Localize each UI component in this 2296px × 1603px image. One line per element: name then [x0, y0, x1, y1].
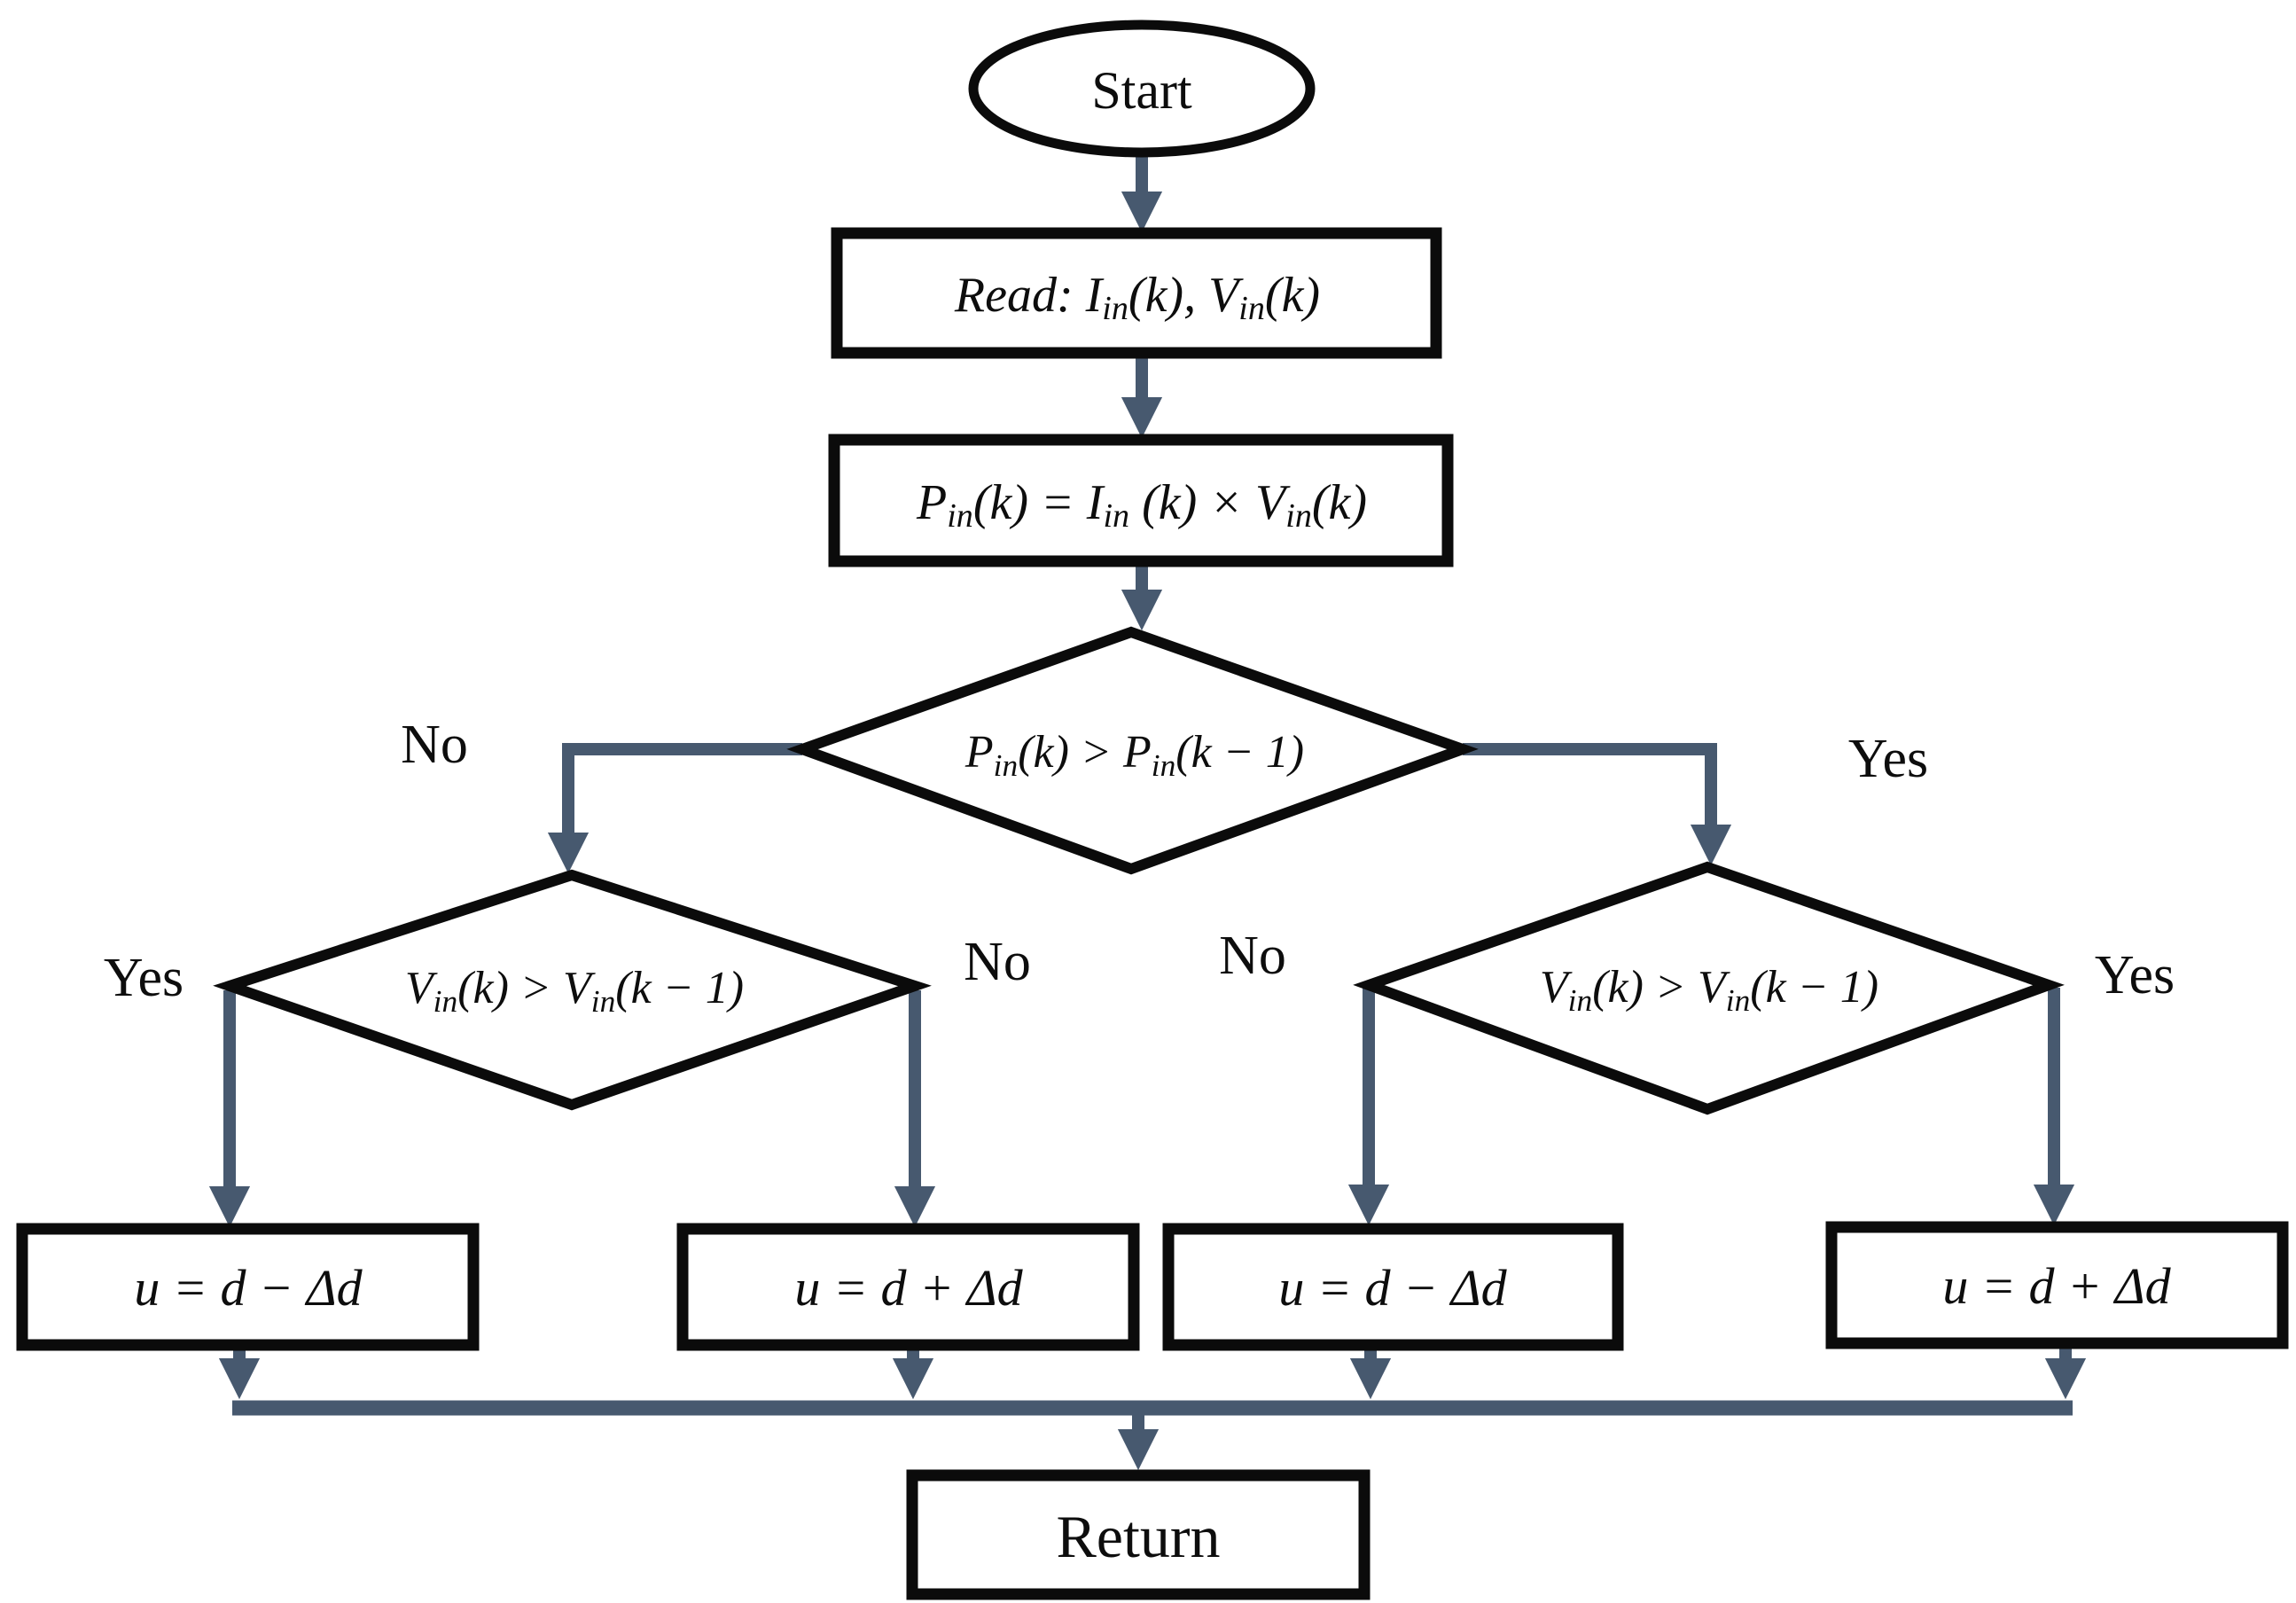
edge-labels: No Yes Yes No No Yes	[104, 715, 2175, 1008]
power-decision-node: Pin(k) > Pin(k − 1)	[786, 626, 1479, 875]
power-process-shape	[828, 434, 1454, 567]
edge-decision-yes-right	[1463, 743, 1732, 866]
power-calc-node: Pin(k) = Iin (k) × Vin(k)	[828, 434, 1454, 567]
action-increase-2-label: u = d + Δd	[1942, 1257, 2171, 1315]
edge-label-yes-far-right: Yes	[2095, 945, 2175, 1005]
edge-decision-no-left	[547, 743, 802, 874]
voltage-decision-right-label: Vin(k) > Vin(k − 1)	[1540, 962, 1878, 1019]
action-decrease-1-node: u = d − Δd	[16, 1223, 480, 1351]
action-decrease-2-node: u = d − Δd	[1162, 1223, 1624, 1351]
voltage-decision-left-label: Vin(k) > Vin(k − 1)	[405, 963, 744, 1020]
start-label: Start	[1091, 61, 1192, 120]
action-decrease-1-label: u = d − Δd	[134, 1259, 363, 1317]
read-process-shape	[831, 227, 1442, 359]
start-terminator-shape	[968, 20, 1316, 158]
return-node: Return	[906, 1469, 1371, 1600]
return-process-shape	[906, 1469, 1371, 1600]
power-decision-shape	[786, 626, 1479, 875]
start-node: Start	[968, 20, 1316, 158]
voltage-decision-right-node: Vin(k) > Vin(k − 1)	[1353, 861, 2065, 1115]
action-increase-2-shape	[1825, 1221, 2289, 1349]
voltage-decision-left-shape	[213, 869, 932, 1111]
edge-label-no-mid-left: No	[964, 932, 1031, 992]
edge-label-no-mid-right: No	[1219, 926, 1286, 986]
action-increase-1-label: u = d + Δd	[794, 1259, 1023, 1317]
voltage-decision-right-shape	[1353, 861, 2065, 1115]
action-increase-2-node: u = d + Δd	[1825, 1221, 2289, 1349]
read-label: Read: Iin(k), Vin(k)	[954, 268, 1320, 327]
action-increase-1-shape	[676, 1223, 1140, 1351]
edge-label-yes-far-left: Yes	[104, 948, 184, 1008]
action-decrease-2-shape	[1162, 1223, 1624, 1351]
edge-label-yes-right: Yes	[1848, 729, 1928, 789]
return-label: Return	[1056, 1503, 1220, 1570]
edge-label-no-left: No	[401, 715, 468, 775]
action-decrease-2-label: u = d − Δd	[1278, 1259, 1507, 1317]
voltage-decision-left-node: Vin(k) > Vin(k − 1)	[213, 869, 932, 1111]
action-increase-1-node: u = d + Δd	[676, 1223, 1140, 1351]
power-label: Pin(k) = Iin (k) × Vin(k)	[916, 475, 1367, 535]
power-decision-label: Pin(k) > Pin(k − 1)	[964, 727, 1304, 784]
read-node: Read: Iin(k), Vin(k)	[831, 227, 1442, 359]
action-decrease-1-shape	[16, 1223, 480, 1351]
connectors	[208, 152, 2087, 1471]
